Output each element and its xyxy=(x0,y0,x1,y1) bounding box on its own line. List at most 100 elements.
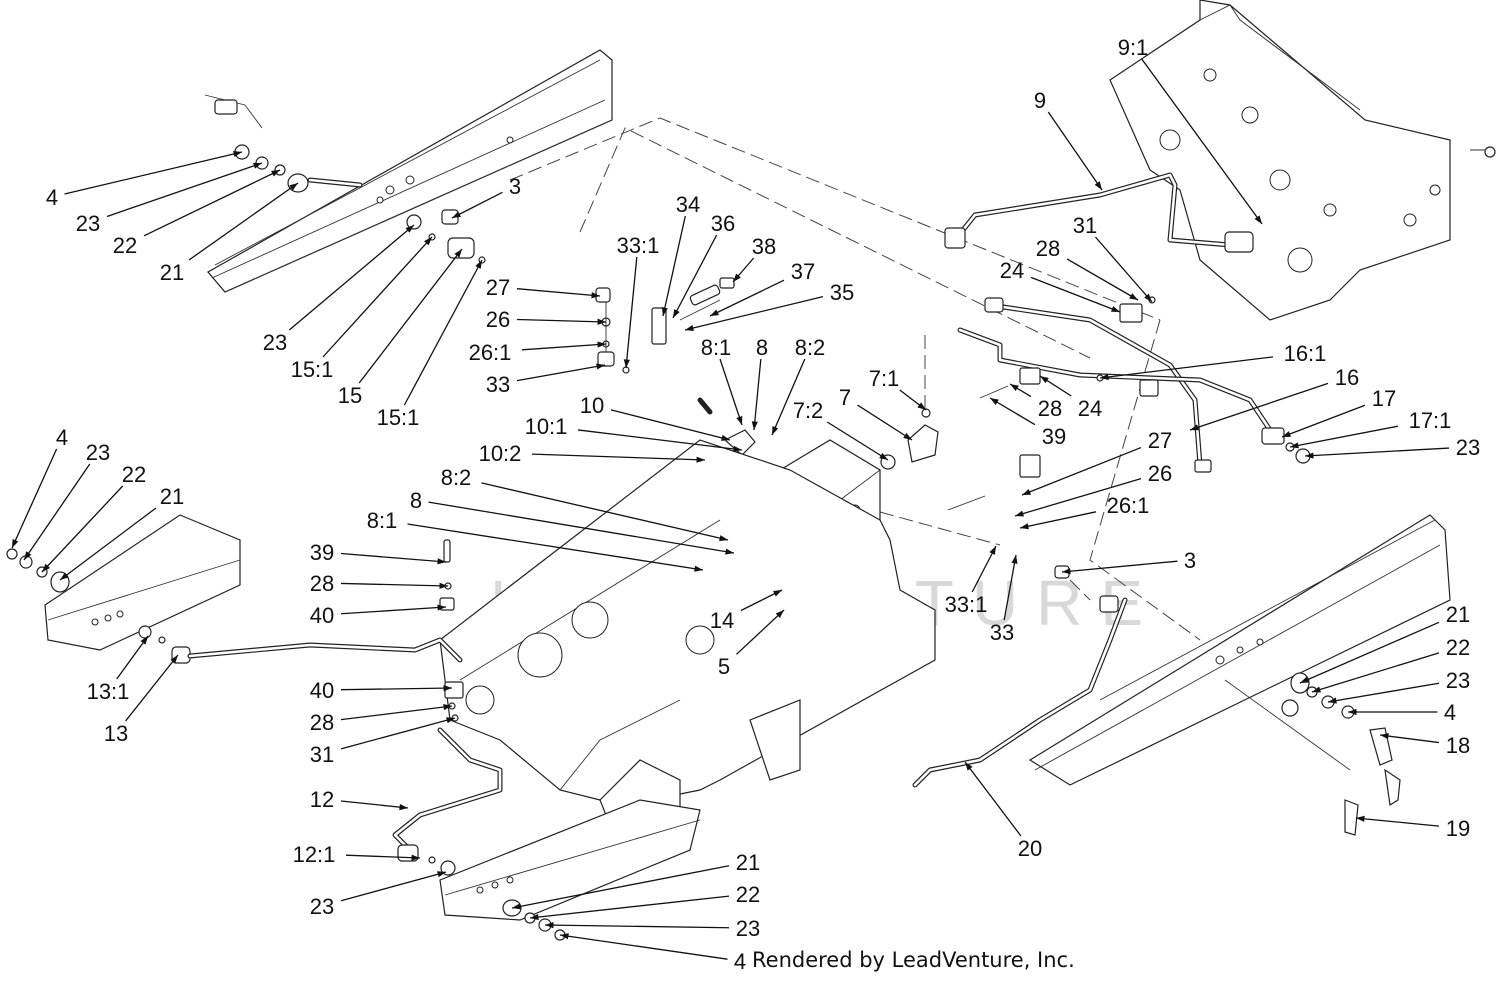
callout-arrowhead xyxy=(140,636,148,645)
lower-left-frame-rail xyxy=(6,514,463,664)
callout-labels: 423222132315:11515:1343638373533:1272626… xyxy=(46,35,1480,974)
callout-label: 20 xyxy=(1018,836,1042,861)
callout-leader-line xyxy=(1311,652,1440,693)
callout-label: 28 xyxy=(310,710,334,735)
callout-label: 10 xyxy=(580,393,604,418)
callout-label: 23 xyxy=(1446,668,1470,693)
callout-arrowhead xyxy=(1356,815,1365,822)
callout-leader-line xyxy=(340,606,447,615)
callout-arrowhead xyxy=(673,309,680,318)
callout-leader-line xyxy=(989,397,1036,426)
callout-label: 13 xyxy=(104,721,128,746)
callout-label: 8:2 xyxy=(441,465,472,490)
callout-label: 26:1 xyxy=(469,340,512,365)
credit-text: Rendered by LeadVenture, Inc. xyxy=(752,948,1075,972)
callout-leader-line xyxy=(1355,817,1440,827)
callout-leader-line xyxy=(23,463,91,561)
callout-leader-line xyxy=(719,358,743,426)
callout-arrowhead xyxy=(1015,510,1024,517)
callout-leader-line xyxy=(403,259,483,406)
callout-label: 36 xyxy=(711,211,735,236)
callout-arrowhead xyxy=(411,854,420,861)
callout-label: 23 xyxy=(86,440,110,465)
callout-arrowhead xyxy=(591,292,600,299)
callout-label: 23 xyxy=(1456,435,1480,460)
callout-label: 21 xyxy=(736,850,760,875)
callout-label: 24 xyxy=(1078,396,1102,421)
callout-leader-line xyxy=(1327,682,1440,703)
callout-arrowhead xyxy=(530,914,539,921)
callout-label: 33:1 xyxy=(945,592,988,617)
callout-arrowhead xyxy=(1312,686,1321,693)
callout-leader-line xyxy=(1281,404,1366,438)
callout-leader-line xyxy=(340,552,447,563)
callout-label: 8:1 xyxy=(367,508,398,533)
callout-label: 28 xyxy=(1036,236,1060,261)
callout-arrowhead xyxy=(1190,424,1199,431)
callout-leader-line xyxy=(610,409,731,441)
callout-label: 16:1 xyxy=(1284,341,1327,366)
callout-leader-line xyxy=(544,924,730,929)
callout-leader-line xyxy=(340,800,409,809)
callout-arrowhead xyxy=(454,249,462,258)
callout-arrowhead xyxy=(405,225,414,233)
callout-arrowhead xyxy=(12,539,19,548)
callout-label: 4 xyxy=(734,949,746,974)
callout-arrowhead xyxy=(1129,293,1138,300)
callout-label: 26 xyxy=(486,307,510,332)
callout-arrowhead xyxy=(253,162,262,169)
callout-label: 9 xyxy=(1034,88,1046,113)
callout-label: 24 xyxy=(1000,258,1024,283)
callout-leader-line xyxy=(516,288,601,297)
callout-label: 23 xyxy=(736,916,760,941)
callout-leader-line xyxy=(1141,58,1263,225)
callout-label: 16 xyxy=(1335,365,1359,390)
callout-label: 4 xyxy=(1444,700,1456,725)
callout-label: 28 xyxy=(310,571,334,596)
callout-leader-line xyxy=(672,234,718,319)
callout-arrowhead xyxy=(1040,376,1049,384)
callout-leader-lines xyxy=(11,58,1450,960)
callout-arrowhead xyxy=(721,434,730,441)
callout-leader-line xyxy=(684,295,824,331)
callout-arrowhead xyxy=(596,363,605,370)
upper-right-bracket-plate xyxy=(1109,0,1496,321)
callout-label: 22 xyxy=(122,462,146,487)
callout-arrowhead xyxy=(1282,431,1291,437)
callout-label: 9:1 xyxy=(1118,35,1149,60)
callout-arrowhead xyxy=(903,432,912,440)
callout-arrowhead xyxy=(597,341,606,348)
callout-leader-line xyxy=(625,256,638,369)
callout-leader-line xyxy=(1304,447,1450,457)
callout-leader-line xyxy=(662,215,686,317)
callout-arrowhead xyxy=(773,590,782,597)
callout-arrowhead xyxy=(443,703,452,711)
callout-leader-line xyxy=(481,482,729,541)
callout-leader-line xyxy=(340,705,453,721)
callout-label: 37 xyxy=(791,259,815,284)
callout-label: 38 xyxy=(752,234,776,259)
callout-label: 35 xyxy=(830,280,854,305)
callout-label: 33 xyxy=(486,372,510,397)
callout-arrowhead xyxy=(1111,306,1120,312)
callout-label: 10:2 xyxy=(479,441,522,466)
callout-label: 39 xyxy=(1042,424,1066,449)
callout-leader-line xyxy=(559,934,728,960)
callout-leader-line xyxy=(340,687,453,691)
callout-label: 8:2 xyxy=(795,335,826,360)
callout-leader-line xyxy=(531,453,706,461)
callout-leader-line xyxy=(340,582,449,587)
callout-leader-line xyxy=(1099,356,1274,379)
callout-arrowhead xyxy=(1254,215,1262,224)
callout-arrowhead xyxy=(597,318,606,325)
callout-label: 3 xyxy=(509,174,521,199)
callout-leader-line xyxy=(826,421,889,461)
callout-arrowhead xyxy=(965,762,973,771)
callout-arrowhead xyxy=(437,558,446,565)
callout-label: 17:1 xyxy=(1409,408,1452,433)
callout-leader-line xyxy=(143,169,281,237)
callout-label: 34 xyxy=(676,192,700,217)
callout-arrowhead xyxy=(289,183,298,191)
callout-label: 3 xyxy=(1184,548,1196,573)
callout-label: 15:1 xyxy=(377,405,420,430)
